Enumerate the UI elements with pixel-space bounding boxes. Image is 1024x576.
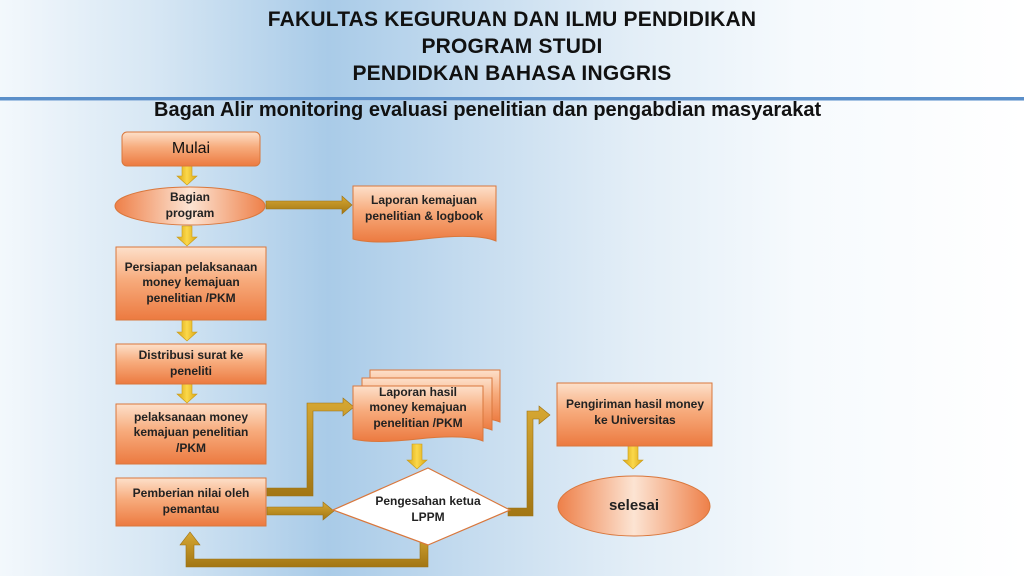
- diagram-title: Bagan Alir monitoring evaluasi penelitia…: [154, 99, 822, 121]
- node-bagian: Bagian program: [165, 190, 215, 220]
- arrow-laporan-hasil-to-pengesahan: [406, 443, 428, 470]
- node-mulai-shape: [121, 131, 261, 167]
- arrow-bagian-to-laporan-kemajuan: [265, 195, 353, 215]
- header-divider: [0, 97, 1024, 100]
- node-laporan-hasil: Laporan hasil money kemajuan penelitian …: [369, 384, 467, 430]
- node-distribusi: Distribusi surat ke peneliti: [138, 348, 244, 378]
- node-selesai: selesai: [608, 497, 660, 515]
- node-pengiriman-shape: [556, 382, 713, 447]
- connector-pengesahan-to-pengiriman: [507, 405, 551, 517]
- node-laporan-kemajuan: Laporan kemajuan penelitian & logbook: [364, 193, 483, 223]
- arrow-persiapan-to-distribusi: [176, 319, 198, 342]
- arrow-bagian-to-persiapan: [176, 225, 198, 247]
- department-title: PENDIDKAN BAHASA INGGRIS: [352, 62, 672, 85]
- connector-pengesahan-loop-back: [179, 531, 429, 568]
- node-persiapan: Persiapan pelaksanaan money kemajuan pen…: [124, 259, 258, 305]
- node-bagian-shape: [114, 186, 266, 226]
- arrow-distribusi-to-pelaksanaan: [176, 383, 198, 404]
- node-pelaksanaan-shape: [115, 403, 267, 465]
- header: FAKULTAS KEGURUAN DAN ILMU PENDIDIKAN PR…: [0, 6, 1024, 87]
- node-laporan-kemajuan-shape: [352, 185, 497, 243]
- node-pelaksanaan: pelaksanaan money kemajuan penelitian /P…: [133, 409, 249, 455]
- node-pengesahan: Pengesahan ketua LPPM: [375, 494, 481, 524]
- node-persiapan-shape: [115, 246, 267, 321]
- node-distribusi-shape: [115, 343, 267, 385]
- node-mulai: Mulai: [171, 139, 211, 157]
- node-pemberian: Pemberian nilai oleh pemantau: [132, 486, 250, 516]
- node-pengiriman: Pengiriman hasil money ke Universitas: [565, 397, 705, 427]
- node-pengesahan-shape: [331, 467, 512, 546]
- node-selesai-shape: [557, 475, 711, 537]
- arrow-pengiriman-to-selesai: [622, 445, 644, 470]
- arrow-mulai-to-bagian: [176, 165, 198, 186]
- connector-pemberian-to-laporan-hasil: [266, 397, 355, 497]
- node-pemberian-shape: [115, 477, 267, 527]
- faculty-title: FAKULTAS KEGURUAN DAN ILMU PENDIDIKAN: [267, 8, 757, 31]
- header-divider-light: [0, 100, 1024, 101]
- program-title: PROGRAM STUDI: [421, 35, 603, 58]
- node-laporan-hasil-shape: [352, 385, 484, 442]
- arrow-pemberian-to-pengesahan: [266, 501, 335, 521]
